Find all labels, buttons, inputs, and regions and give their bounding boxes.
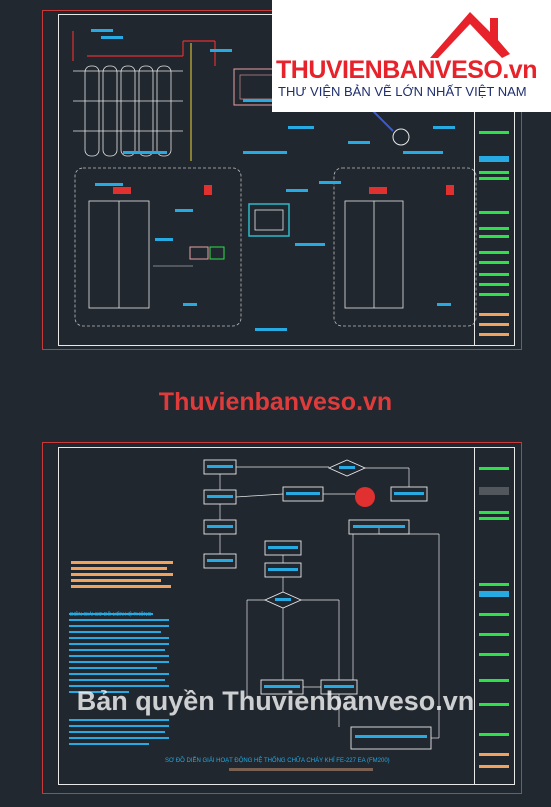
door-elevation-left (88, 200, 150, 309)
copyright-watermark: Bản quyền Thuvienbanveso.vn (76, 686, 475, 716)
sheet-2-drawing-title: SƠ ĐỒ DIỄN GIẢI HOẠT ĐỘNG HỆ THỐNG CHỮA … (165, 758, 390, 764)
drawing-sheet-2 (42, 442, 522, 794)
nozzle-detail (372, 110, 410, 146)
sheet-2-title-block-notes (479, 467, 509, 768)
sheet-2-heading: DIỄN GIẢI SƠ ĐỒ LIÊN HỆ THỐNG (70, 612, 152, 618)
annotation-notes (91, 29, 455, 331)
description-text (69, 613, 169, 745)
flowchart-labels (207, 465, 427, 771)
room-outlines (74, 167, 477, 327)
house-logo-icon (430, 12, 510, 58)
discharge-pipe (72, 31, 216, 66)
logo-brand-name: THUVIENBANVESO.vn (276, 56, 537, 84)
logo-tagline: THƯ VIỆN BẢN VẼ LỚN NHẤT VIỆT NAM (278, 84, 527, 99)
alarm-bell-right (446, 185, 454, 195)
site-label: Thuvienbanveso.vn (158, 388, 393, 416)
gas-cylinder-bank (73, 65, 183, 157)
sheet-2-flowchart (69, 459, 509, 771)
title-block-notes (479, 91, 509, 336)
sheet-2-title-block (474, 447, 515, 785)
sheet-1-cad-drawing (72, 29, 509, 336)
exit-light-left (113, 187, 131, 194)
fire-symbol (355, 487, 375, 507)
door-elevation-right (344, 200, 404, 309)
site-logo[interactable]: THUVIENBANVESO.vn THƯ VIỆN BẢN VẼ LỚN NH… (272, 0, 551, 112)
legend-notes (71, 561, 173, 588)
manual-release-station (248, 203, 290, 237)
alarm-bell-left (204, 185, 212, 195)
flowchart-connectors (219, 466, 440, 739)
exit-light-right (369, 187, 387, 194)
